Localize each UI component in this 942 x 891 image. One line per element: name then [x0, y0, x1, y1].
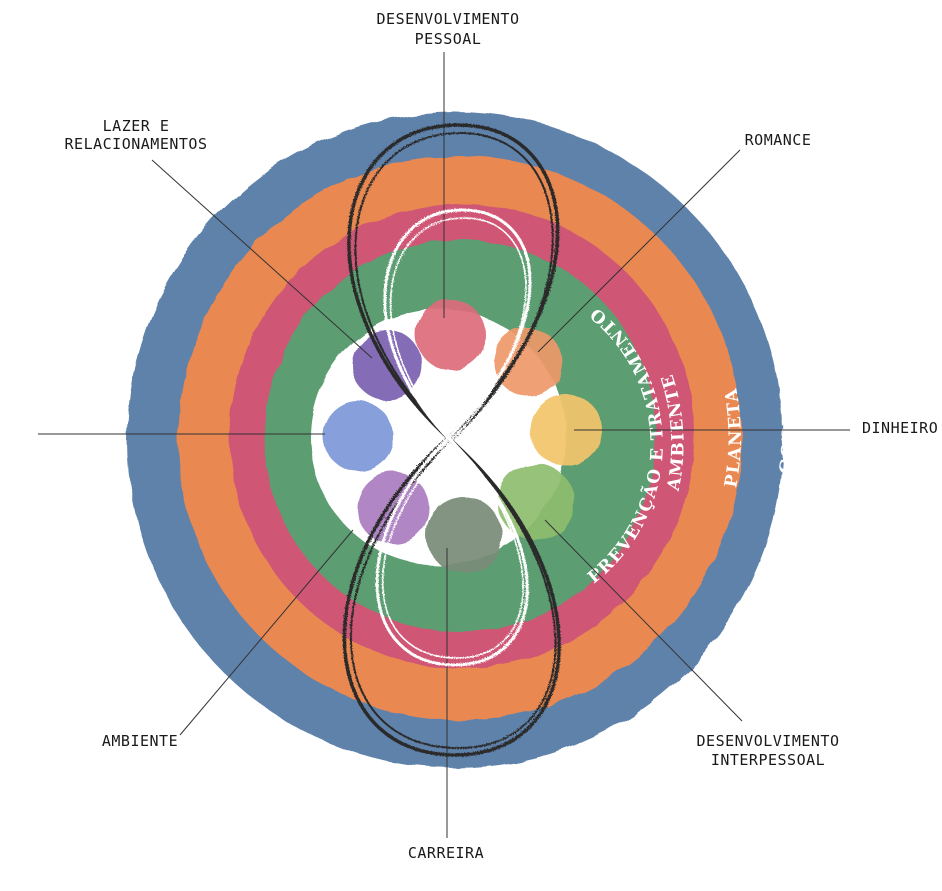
label-desenvolvimento-pessoal-2: PESSOAL — [415, 30, 482, 48]
label-romance: ROMANCE — [745, 131, 812, 149]
leader-line-lazer — [151, 159, 373, 359]
label-desenvolvimento-pessoal-1: DESENVOLVIMENTO — [377, 10, 520, 28]
sphere-carreira — [426, 497, 502, 573]
leader-line-romance — [537, 149, 741, 353]
sphere-saude — [323, 401, 393, 471]
infinity-loop-light — [375, 208, 532, 667]
label-interpessoal-1: DESENVOLVIMENTO — [697, 732, 840, 750]
label-ambiente: AMBIENTE — [102, 732, 178, 750]
sphere-desenvolvimento-interpessoal — [498, 464, 574, 540]
sphere-desenvolvimento-pessoal — [416, 300, 486, 370]
label-dinheiro: DINHEIRO — [862, 419, 938, 437]
label-carreira: CARREIRA — [408, 844, 484, 862]
spheres-group — [323, 300, 602, 573]
leader-lines — [38, 52, 850, 838]
label-lazer-1: LAZER E — [103, 117, 170, 135]
label-lazer-2: RELACIONAMENTOS — [65, 135, 208, 153]
leader-line-interpessoal — [544, 519, 743, 722]
label-interpessoal-2: INTERPESSOAL — [711, 751, 825, 769]
ring-label-planeta: PLANETA — [721, 386, 746, 489]
sphere-dinheiro — [530, 394, 602, 466]
leader-line-ambiente — [179, 529, 354, 736]
